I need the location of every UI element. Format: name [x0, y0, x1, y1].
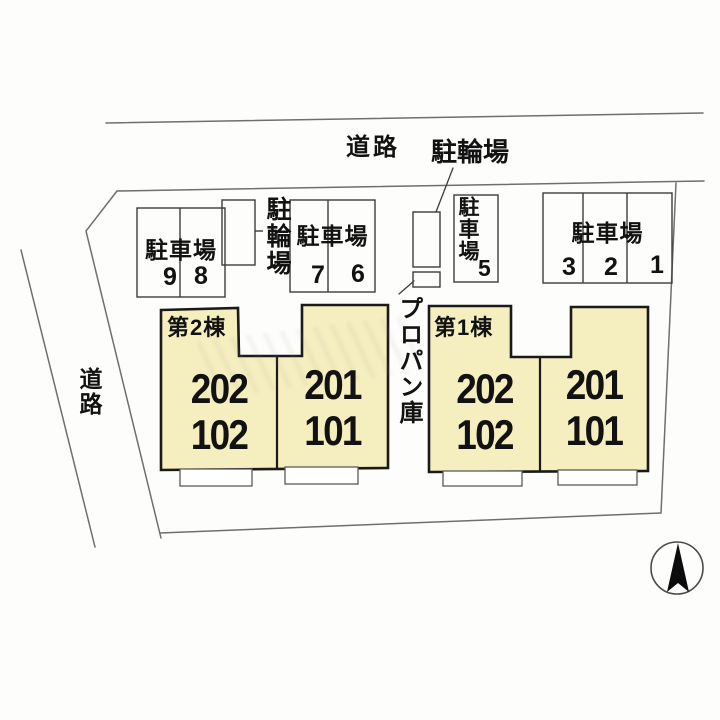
propane-callout-line	[398, 280, 415, 295]
building-1-room-102: 102	[456, 411, 514, 458]
road-edge-top	[105, 112, 704, 124]
road-edge-left	[20, 249, 96, 548]
building-2-room-102: 102	[190, 411, 249, 458]
site-boundary-south	[159, 512, 662, 534]
building-2-name: 第2棟	[167, 315, 227, 340]
building-2-room-201: 201	[304, 361, 362, 408]
building-2-room-101: 101	[304, 407, 362, 454]
stall-number-6: 6	[351, 260, 365, 288]
building-2-room-202: 202	[190, 365, 249, 412]
site-boundary-west	[85, 190, 162, 539]
site-boundary-east	[660, 182, 677, 514]
road-label-left: 道路	[76, 367, 102, 417]
building-2-right-entrance	[284, 466, 359, 485]
parking-lot-7-6	[289, 199, 376, 293]
parking-lot-3-2-1-label: 駐車場	[571, 220, 644, 246]
road-label-top: 道路	[346, 134, 400, 161]
stall-number-3: 3	[562, 253, 576, 281]
parking-lot-5-label: 駐車場	[456, 196, 479, 262]
building-1-room-101: 101	[565, 407, 624, 454]
parking-lot-5	[453, 194, 499, 283]
stall-number-7: 7	[311, 261, 325, 289]
propane-storage	[412, 271, 441, 288]
propane-label: プロパン庫	[395, 296, 422, 426]
building-1-room-201: 201	[565, 361, 624, 408]
bike-parking-label-top: 駐輪場	[431, 137, 510, 167]
building-2-left-entrance	[179, 468, 253, 487]
parking-lot-3-2-1	[542, 192, 673, 284]
parking-lot-9-8-label: 駐車場	[145, 237, 217, 263]
parking-lot-9-8	[136, 207, 226, 298]
building-1-room-202: 202	[456, 365, 514, 412]
building-1-right-entrance	[557, 469, 638, 486]
stall-number-9: 9	[163, 263, 177, 291]
stall-number-5: 5	[478, 255, 491, 281]
site-boundary-north	[116, 180, 705, 192]
parking-lot-7-6-label: 駐車場	[296, 223, 369, 249]
bike-parking-area-left	[221, 199, 256, 266]
building-1-name: 第1棟	[434, 315, 494, 340]
building-1-left-entrance	[442, 470, 523, 487]
stall-number-2: 2	[604, 253, 618, 281]
stall-number-1: 1	[650, 251, 664, 279]
stall-number-8: 8	[194, 262, 208, 290]
bike-parking-callout-line	[435, 167, 454, 213]
bike-parking-area-center	[412, 211, 441, 268]
bike-parking-label-left: 駐輪場	[263, 196, 291, 277]
north-arrow-icon	[650, 541, 704, 595]
